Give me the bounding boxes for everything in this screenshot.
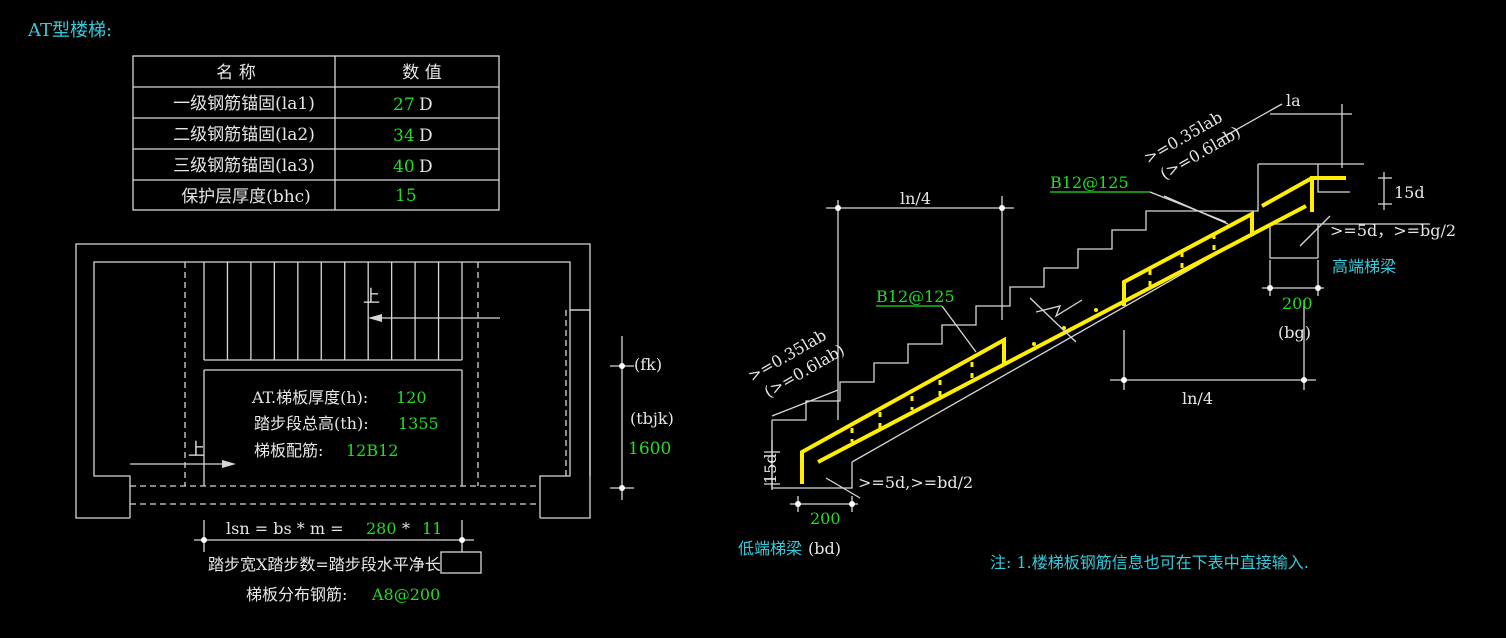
section-bg-label: (bg) [1278,323,1311,342]
plan-tbjk-label: (tbjk) [630,409,674,428]
plan-thickness-label: AT.梯板厚度(h): [251,388,368,407]
section-low-condition: >=5d,>=bd/2 [858,473,973,492]
table-row-la1-value[interactable]: 27 [393,95,415,115]
table-row-la2-unit: D [419,126,433,146]
section-low-beam-label: 低端梯梁 [738,539,802,558]
section-bd-label: (bd) [808,539,841,558]
plan-up-arrow-top-label: 上 [363,287,380,307]
plan-rebar-label: 梯板配筋: [254,441,323,460]
plan-dist-label: 梯板分布钢筋: [246,585,347,604]
table-row-la2-name: 二级钢筋锚固(la2) [173,125,315,145]
plan-total-height-value[interactable]: 1355 [398,414,439,433]
section-ln4-top: ln/4 [900,189,931,208]
stair-section: ln/4 ln/4 la >=0.35lab (>=0.6lab) B12@12… [738,91,1456,558]
section-15d-right: 15d [1394,183,1425,202]
plan-thickness-value[interactable]: 120 [396,388,427,407]
section-la-label: la [1286,91,1301,110]
table-row-la3-value[interactable]: 40 [393,157,415,177]
table-header-value: 数 值 [402,63,441,83]
stair-plan: 上 上 AT.梯板厚度(h): 120 踏步段总高(th): 1355 梯板配筋… [75,243,674,604]
drawing-title: AT型楼梯: [27,20,112,41]
table-row-bhc-name: 保护层厚度(bhc) [181,187,311,207]
section-rebar-top[interactable]: B12@125 [1050,173,1129,192]
table-header-name: 名 称 [216,63,255,83]
table-row-la2-value[interactable]: 34 [393,126,415,146]
section-high-condition: >=5d，>=bg/2 [1330,221,1456,240]
plan-up-arrow-bottom-label: 上 [188,440,205,460]
table-row-la1-name: 一级钢筋锚固(la1) [173,94,315,114]
table-row-la3-unit: D [419,157,433,177]
section-rebar-mid[interactable]: B12@125 [876,287,955,306]
section-bd-value[interactable]: 200 [810,509,841,528]
section-15d-left: 15d [761,453,780,484]
input-note: 注: 1.楼梯板钢筋信息也可在下表中直接输入. [990,553,1309,572]
section-high-beam-label: 高端梯梁 [1332,257,1396,276]
plan-star: * [402,519,410,538]
section-bg-value[interactable]: 200 [1282,294,1313,313]
plan-bs-value[interactable]: 280 [366,519,397,538]
plan-total-height-label: 踏步段总高(th): [254,414,369,433]
plan-rebar-value[interactable]: 12B12 [346,441,398,460]
plan-dist-value[interactable]: A8@200 [371,585,440,604]
plan-fk-label: (fk) [634,355,662,374]
anchorage-table: 名 称 数 值 一级钢筋锚固(la1) 27 D 二级钢筋锚固(la2) 34 … [132,55,500,211]
stair-treads [203,262,463,360]
table-row-la1-unit: D [419,95,433,115]
table-row-la3-name: 三级钢筋锚固(la3) [173,156,315,176]
plan-m-value[interactable]: 11 [422,519,442,538]
table-row-bhc-value[interactable]: 15 [395,186,417,206]
plan-caption: 踏步宽X踏步数=踏步段水平净长 [208,555,441,574]
plan-tbjk-value[interactable]: 1600 [628,439,671,459]
plan-lsn-formula: lsn = bs * m = [226,519,344,538]
section-ln4-bottom: ln/4 [1182,389,1213,408]
